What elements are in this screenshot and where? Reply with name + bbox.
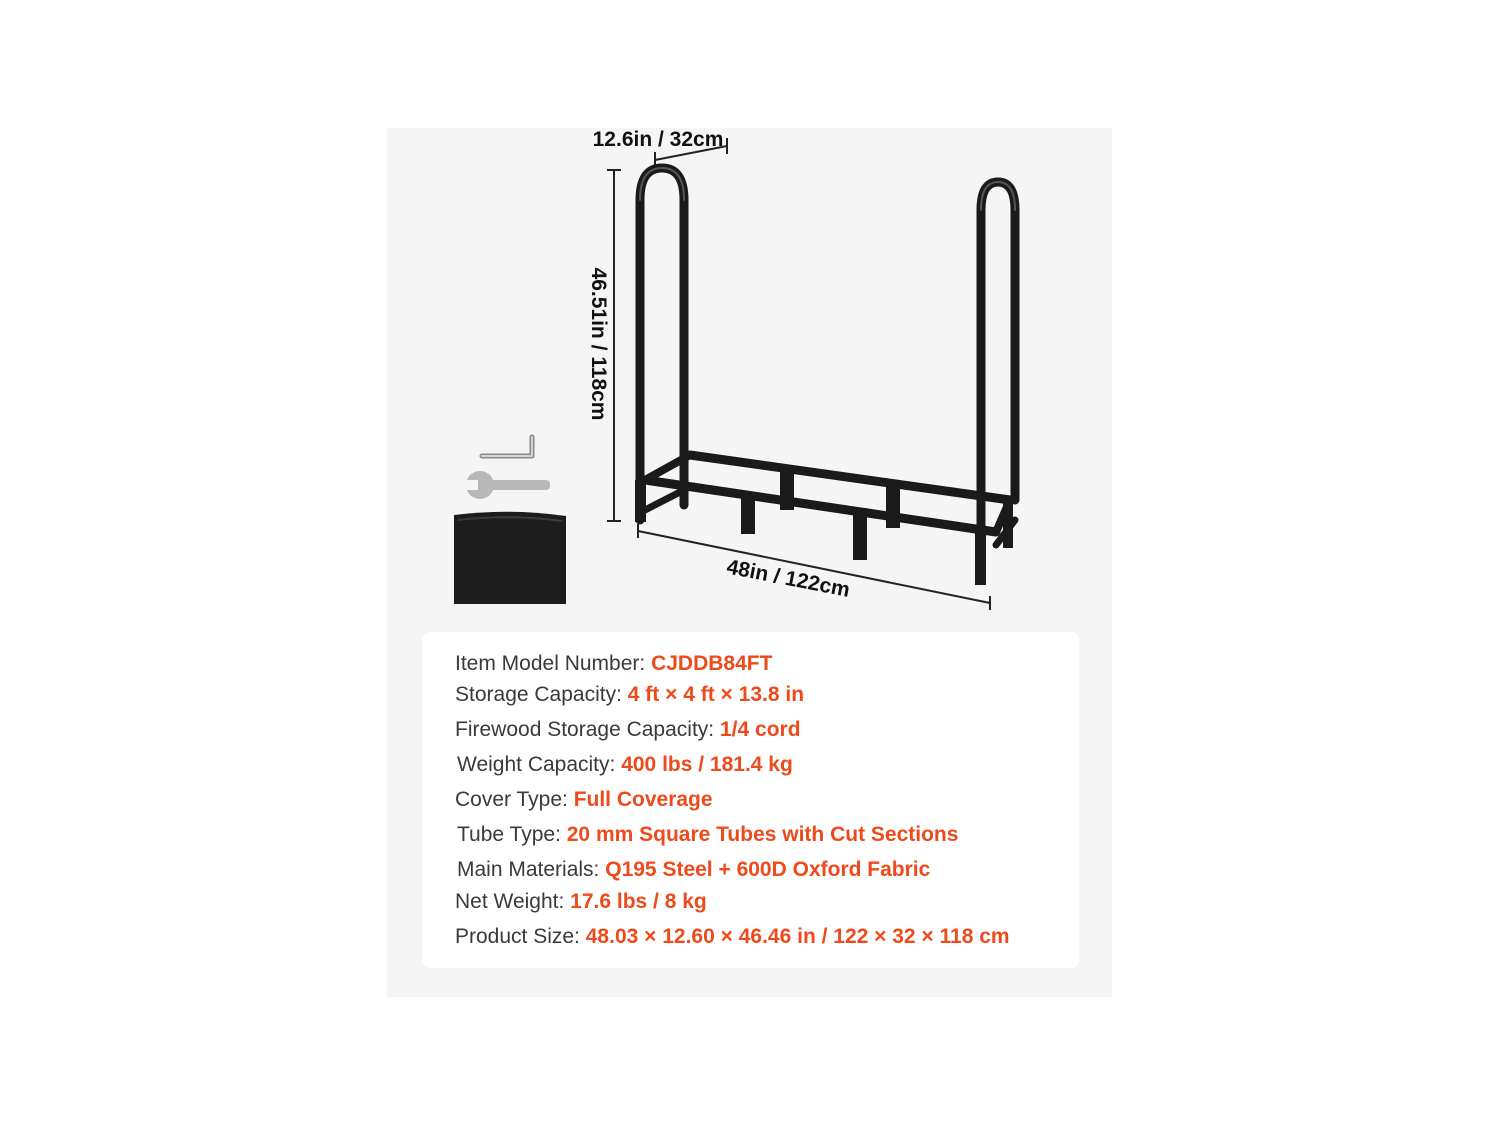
spec-value: 4 ft × 4 ft × 13.8 in [627,683,805,706]
spec-value: 48.03 × 12.60 × 46.46 in / 122 × 32 × 11… [585,925,1010,948]
hex-key-icon [479,434,535,459]
spec-label: Main Materials: [457,858,600,881]
spec-label: Firewood Storage Capacity: [455,718,715,741]
spec-value: 20 mm Square Tubes with Cut Sections [566,823,959,846]
rack-cover-icon [454,511,566,604]
spec-row-main-materials: Main Materials: Q195 Steel + 600D Oxford… [457,857,930,883]
rack-legs [635,466,1013,585]
spec-row-tube-type: Tube Type: 20 mm Square Tubes with Cut S… [457,822,958,848]
spec-row-model: Item Model Number: CJDDB84FT [455,651,772,677]
spec-label: Tube Type: [457,823,561,846]
firewood-rack [635,163,1020,555]
spec-row-product-size: Product Size: 48.03 × 12.60 × 46.46 in /… [455,924,1010,950]
spec-label: Weight Capacity: [457,753,616,776]
spec-value: Full Coverage [573,788,713,811]
spec-value: 1/4 cord [719,718,801,741]
spec-label: Cover Type: [455,788,568,811]
spec-label: Storage Capacity: [455,683,622,706]
dimension-lines [607,138,991,610]
spec-value: 17.6 lbs / 8 kg [570,890,707,913]
spec-label: Product Size: [455,925,580,948]
height-label: 46.51in / 118cm [587,268,610,421]
width-dimension-line [637,530,991,604]
spec-row-cover-type: Cover Type: Full Coverage [455,787,713,813]
spec-card: Item Model Number: CJDDB84FT Storage Cap… [422,632,1079,968]
spec-row-net-weight: Net Weight: 17.6 lbs / 8 kg [455,889,707,915]
spec-value: CJDDB84FT [651,652,773,675]
spec-label: Item Model Number: [455,652,646,675]
spec-row-storage-capacity: Storage Capacity: 4 ft × 4 ft × 13.8 in [455,682,804,708]
spec-label: Net Weight: [455,890,565,913]
spec-row-firewood-capacity: Firewood Storage Capacity: 1/4 cord [455,717,801,743]
spec-value: Q195 Steel + 600D Oxford Fabric [605,858,931,881]
spec-value: 400 lbs / 181.4 kg [621,753,793,776]
wrench-icon [462,471,550,499]
depth-label: 12.6in / 32cm [593,128,724,151]
spec-row-weight-capacity: Weight Capacity: 400 lbs / 181.4 kg [457,752,793,778]
depth-dimension-line [654,145,728,161]
